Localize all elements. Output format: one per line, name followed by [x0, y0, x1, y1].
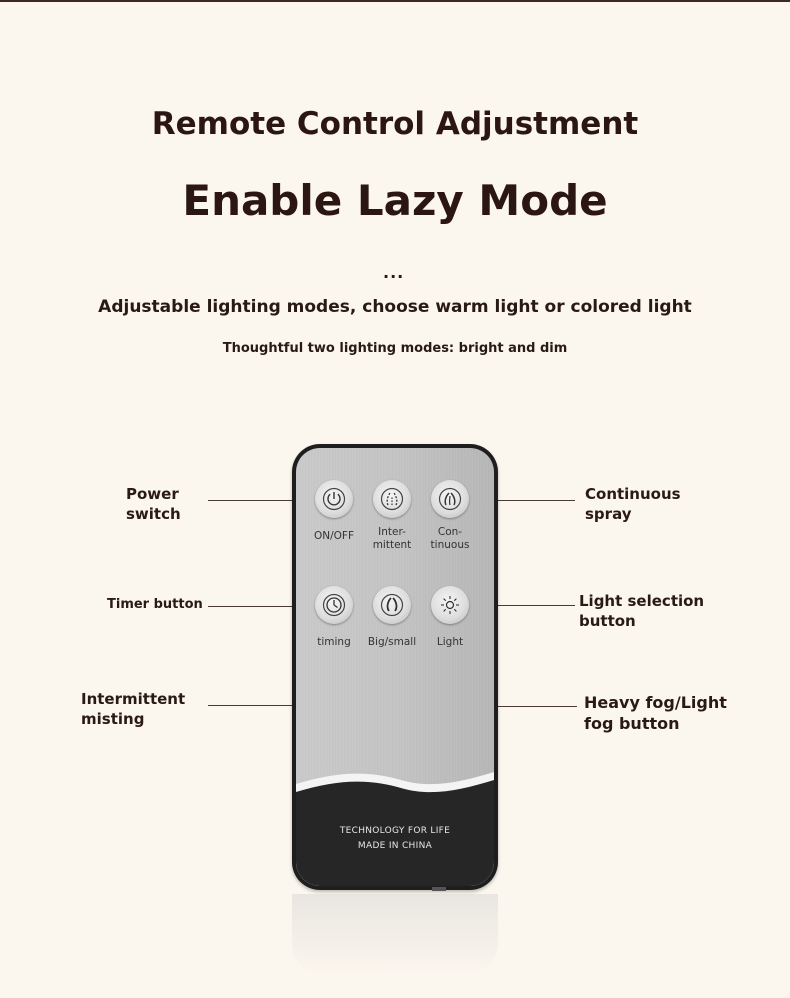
leader-line-power — [208, 500, 318, 501]
callout-fog-button: Heavy fog/Light fog button — [584, 692, 727, 734]
leader-line-intermittent — [208, 705, 364, 706]
callout-light-selection: Light selection button — [579, 591, 704, 631]
leader-line-timer — [208, 606, 318, 607]
brand-tagline: TECHNOLOGY FOR LIFE — [339, 826, 451, 836]
callout-intermittent-line1: Intermittent — [81, 690, 186, 708]
light-button-label: Light — [436, 636, 464, 648]
ellipsis-divider: ... — [383, 263, 405, 282]
power-icon — [322, 487, 346, 511]
timer-button-label: timing — [317, 636, 351, 648]
remote-reflection — [292, 894, 498, 974]
intermittent-button[interactable] — [373, 480, 411, 518]
remote-bottom-wave — [296, 772, 494, 886]
fog-size-button-label: Big/small — [367, 636, 417, 648]
callout-timer-button: Timer button — [107, 597, 203, 612]
leader-line-continuous — [465, 500, 575, 501]
callout-fog-line1: Heavy fog/Light — [584, 693, 727, 712]
light-button[interactable] — [431, 586, 469, 624]
callout-continuous-line2: spray — [585, 505, 632, 523]
fog-size-icon — [380, 593, 404, 617]
callout-light-line1: Light selection — [579, 592, 705, 610]
continuous-button[interactable] — [431, 480, 469, 518]
leader-line-light — [465, 605, 575, 606]
subnote: Thoughtful two lighting modes: bright an… — [222, 341, 568, 356]
intermittent-spray-icon — [380, 487, 404, 511]
remote-panel: ON/OFF Inter- mittent Con- tinuous — [296, 448, 494, 886]
headline: Enable Lazy Mode — [182, 176, 608, 225]
callout-intermittent-misting: Intermittent misting — [81, 689, 185, 729]
subtitle: Adjustable lighting modes, choose warm l… — [98, 297, 692, 317]
continuous-button-label: Con- tinuous — [430, 526, 470, 551]
callout-continuous-spray: Continuous spray — [585, 484, 681, 524]
sun-icon — [441, 596, 459, 614]
power-button-label: ON/OFF — [313, 530, 354, 542]
top-border — [0, 0, 790, 2]
intermittent-button-label: Inter- mittent — [372, 526, 412, 551]
callout-light-line2: button — [579, 612, 636, 630]
continuous-spray-icon — [438, 487, 462, 511]
origin-label: MADE IN CHINA — [357, 841, 433, 851]
callout-power-switch: Power switch — [126, 484, 181, 524]
timer-button[interactable] — [315, 586, 353, 624]
page-title: Remote Control Adjustment — [151, 106, 639, 142]
fog-size-button[interactable] — [373, 586, 411, 624]
callout-power-line1: Power — [126, 485, 179, 503]
callout-intermittent-line2: misting — [81, 710, 145, 728]
power-button[interactable] — [315, 480, 353, 518]
clock-icon — [322, 593, 346, 617]
remote-battery-notch — [432, 887, 446, 891]
callout-continuous-line1: Continuous — [585, 485, 681, 503]
callout-fog-line2: fog button — [584, 714, 680, 733]
remote-control: ON/OFF Inter- mittent Con- tinuous — [292, 444, 498, 890]
callout-power-line2: switch — [126, 505, 181, 523]
